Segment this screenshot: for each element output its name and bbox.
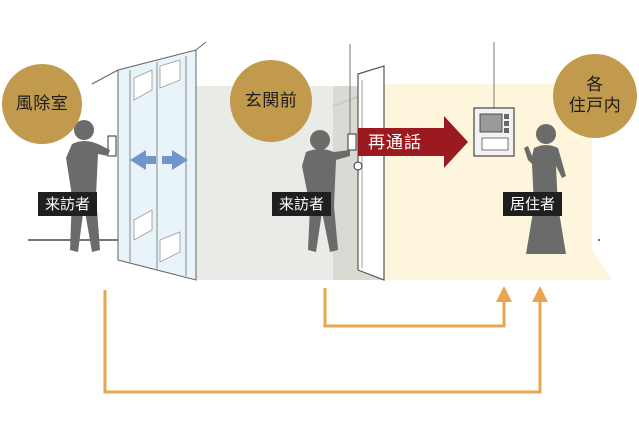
dwelling-label-line1: 各: [586, 75, 604, 95]
vestibule-glass: [91, 41, 207, 281]
recall-arrow: [358, 116, 468, 168]
dwelling-circle: 各 住戸内: [553, 54, 637, 138]
person-silhouette-icon: [66, 120, 110, 252]
path-arrowhead: [496, 286, 512, 302]
entrance-intercom-panel: [347, 133, 357, 151]
resident-tag: 居住者: [503, 192, 563, 216]
entrance-door: [349, 44, 385, 281]
double-arrow-icon: [130, 150, 188, 170]
path-arrowhead: [532, 286, 548, 302]
visitor-entrance-tag: 来訪者: [272, 192, 332, 216]
visitor-vestibule-tag: 来訪者: [38, 192, 98, 216]
entrance-circle: 玄関前: [230, 60, 312, 142]
entrance-label: 玄関前: [244, 90, 298, 111]
recall-label: 再通話: [368, 133, 422, 153]
vestibule-intercom-panel: [107, 135, 117, 157]
intercom-monitor-icon: [473, 42, 515, 157]
vestibule-circle: 風除室: [2, 64, 82, 144]
dwelling-label-line2: 住戸内: [568, 96, 622, 116]
vestibule-label: 風除室: [15, 93, 69, 114]
communication-paths: [103, 288, 542, 394]
